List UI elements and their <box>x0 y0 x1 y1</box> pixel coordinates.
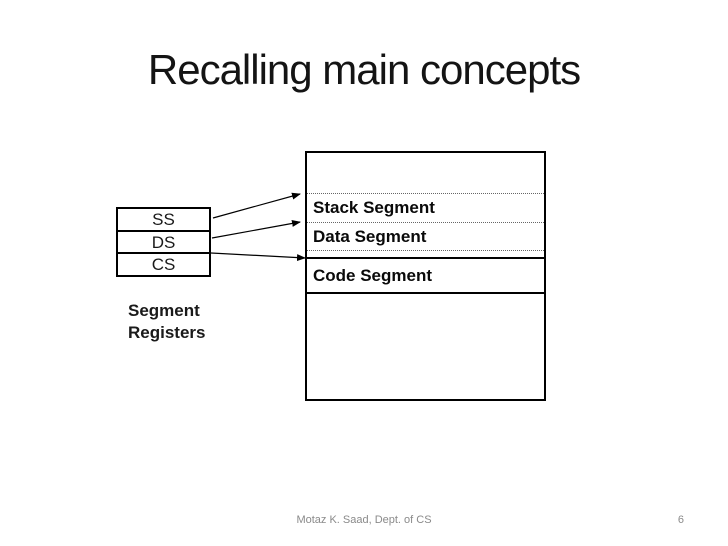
footer-author: Motaz K. Saad, Dept. of CS <box>296 514 432 526</box>
segment-registers-box: SS DS CS <box>116 207 211 277</box>
register-label-ds: DS <box>151 232 176 252</box>
memory-unused-top <box>307 153 544 193</box>
slide-title: Recalling main concepts <box>147 46 581 93</box>
register-row-cs: CS <box>118 252 209 275</box>
arrow-ds-to-data-segment <box>211 219 301 239</box>
code-segment-label: Code Segment <box>313 265 433 285</box>
data-segment-label: Data Segment <box>313 226 427 246</box>
memory-section-data: Data Segment <box>307 222 544 250</box>
arrow-cs-to-code-segment <box>210 252 306 262</box>
register-row-ds: DS <box>118 229 209 253</box>
stack-segment-label: Stack Segment <box>313 198 435 217</box>
memory-section-stack: Stack Segment <box>307 193 544 222</box>
memory-gap <box>307 250 544 257</box>
register-label-cs: CS <box>151 255 176 275</box>
memory-layout-box: Stack Segment Data Segment Code Segment <box>305 151 546 401</box>
register-row-ss: SS <box>118 209 209 230</box>
segment-registers-caption: Segment Registers <box>128 301 206 342</box>
footer-page-number: 6 <box>677 514 684 526</box>
memory-unused-bottom <box>307 292 544 399</box>
arrow-ss-to-stack-segment <box>212 192 301 219</box>
memory-section-code: Code Segment <box>307 257 544 292</box>
register-label-ss: SS <box>152 209 175 229</box>
